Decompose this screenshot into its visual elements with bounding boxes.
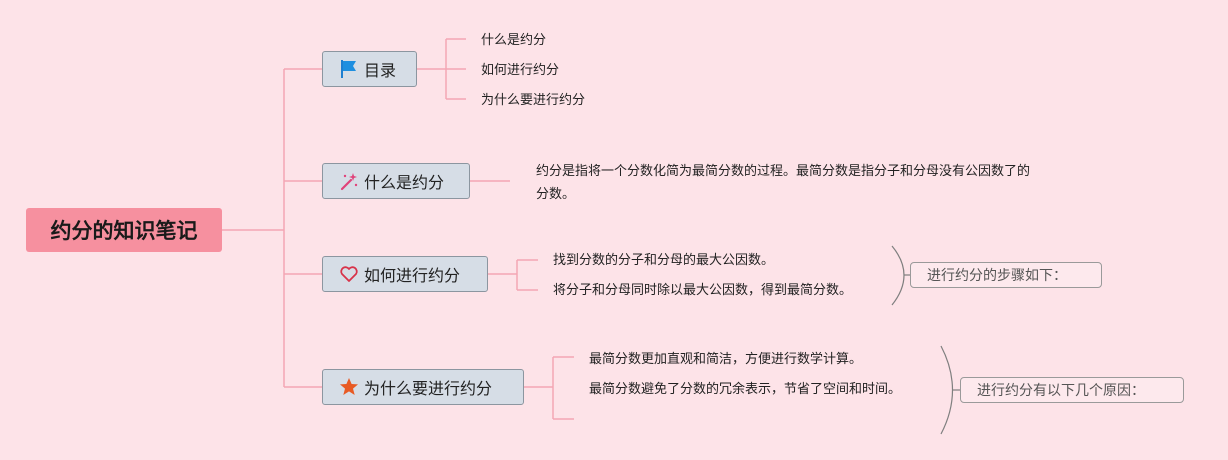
topic-toc[interactable]: 目录 [322, 51, 417, 87]
topic-label: 如何进行约分 [364, 266, 461, 285]
why-reason: 最简分数更加直观和简洁，方便进行数学计算。 [589, 352, 863, 367]
how-step: 找到分数的分子和分母的最大公因数。 [553, 253, 775, 268]
star-icon [339, 377, 359, 397]
summary-label: 进行约分有以下几个原因： [977, 383, 1145, 399]
root-title: 约分的知识笔记 [50, 219, 198, 243]
topic-label: 为什么要进行约分 [364, 379, 493, 398]
topic-how-to[interactable]: 如何进行约分 [322, 256, 488, 292]
flag-icon [339, 59, 359, 79]
topic-why[interactable]: 为什么要进行约分 [322, 369, 524, 405]
toc-item[interactable]: 什么是约分 [481, 33, 547, 48]
why-reason: 最简分数避免了分数的冗余表示，节省了空间和时间。 [589, 382, 902, 397]
summary-brace-how [891, 245, 905, 306]
topic-label: 目录 [364, 61, 397, 80]
topic-label: 什么是约分 [364, 173, 445, 192]
root-topic[interactable]: 约分的知识笔记 [26, 208, 222, 252]
toc-item[interactable]: 如何进行约分 [481, 63, 560, 78]
how-summary[interactable]: 进行约分的步骤如下： [910, 262, 1102, 288]
summary-label: 进行约分的步骤如下： [927, 268, 1067, 284]
heart-icon [339, 264, 359, 284]
why-summary[interactable]: 进行约分有以下几个原因： [960, 377, 1184, 403]
toc-item[interactable]: 为什么要进行约分 [481, 93, 586, 108]
topic-what-is[interactable]: 什么是约分 [322, 163, 470, 199]
magic-wand-icon [339, 171, 359, 191]
how-step: 将分子和分母同时除以最大公因数，得到最简分数。 [553, 283, 853, 298]
summary-brace-why [940, 345, 954, 435]
definition-text: 约分是指将一个分数化简为最简分数的过程。最简分数是指分子和分母没有公因数了的分数… [536, 164, 1031, 202]
